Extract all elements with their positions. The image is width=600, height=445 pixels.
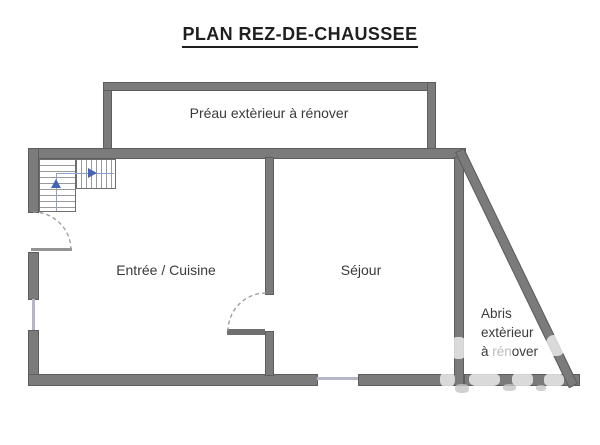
- stair-direction-right-icon: [88, 168, 97, 178]
- main-wall-top: [28, 148, 466, 159]
- interior-door-swing-arc: [227, 292, 267, 332]
- abris-label-line1: Abris: [481, 306, 512, 321]
- left-wall-middle: [28, 252, 39, 300]
- watermark-remnant: [503, 384, 516, 391]
- interior-wall-upper: [265, 157, 274, 295]
- watermark-patch: [440, 372, 455, 387]
- abris-label-line3: à rénover: [481, 342, 538, 361]
- abris-label-line2: extèrieur: [481, 325, 534, 340]
- bottom-wall-left: [28, 374, 318, 386]
- bottom-wall-window: [317, 377, 358, 380]
- page-title: PLAN REZ-DE-CHAUSSEE: [0, 24, 600, 48]
- page-title-text: PLAN REZ-DE-CHAUSSEE: [182, 24, 418, 48]
- abris-line3-suffix: over: [511, 344, 539, 359]
- watermark-patch: [544, 373, 564, 387]
- sejour-room-label: Séjour: [340, 262, 382, 278]
- abris-room-label: Abris extèrieur à rénover: [481, 304, 538, 361]
- watermark-remnant: [455, 384, 469, 393]
- preau-wall-top: [103, 82, 436, 91]
- left-wall-upper: [28, 148, 39, 213]
- preau-room-label: Préau extèrieur à rénover: [189, 105, 349, 121]
- watermark-remnant: [536, 385, 546, 391]
- interior-door-leaf: [227, 329, 265, 335]
- staircase-guide-line-vertical: [56, 173, 57, 211]
- watermark-patch: [450, 337, 467, 359]
- watermark-patch: [546, 335, 565, 356]
- entry-door-swing-arc: [32, 211, 72, 251]
- interior-wall-lower: [265, 331, 274, 376]
- watermark-patch: [512, 372, 533, 387]
- entry-door-leaf: [31, 248, 72, 251]
- stair-direction-up-icon: [51, 179, 61, 188]
- abris-line3-light: rén: [492, 344, 512, 359]
- staircase-guide-line-horizontal: [56, 173, 114, 174]
- entree-room-label: Entrée / Cuisine: [116, 262, 216, 278]
- left-wall-lower: [28, 330, 39, 378]
- left-wall-window: [32, 299, 35, 330]
- watermark-patch: [469, 372, 500, 387]
- abris-line3-prefix: à: [481, 344, 493, 359]
